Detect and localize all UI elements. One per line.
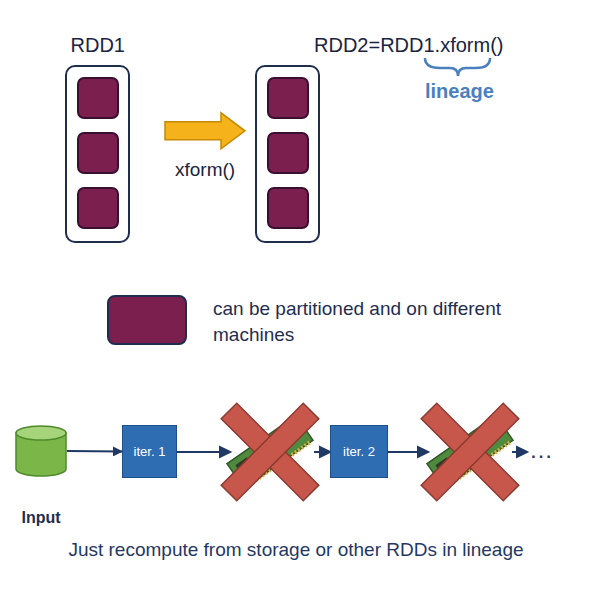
rdd-box: RDD1 — [65, 65, 130, 243]
partition-block — [268, 133, 308, 173]
partition-block — [268, 188, 308, 228]
partition-block — [78, 133, 118, 173]
edge-label: xform() — [175, 159, 235, 181]
process-label: iter. 2 — [343, 444, 375, 459]
flow-line — [177, 451, 222, 453]
rdd-heading: RDD2=RDD1.xform() — [314, 34, 503, 57]
rdd-heading: RDD1 — [71, 34, 125, 57]
partition-block — [78, 188, 118, 228]
legend-text: can be partitioned and on different mach… — [213, 296, 513, 348]
cylinder-shape — [15, 425, 67, 477]
storage-label: Input — [22, 509, 61, 527]
lineage-note: lineage — [425, 80, 494, 103]
arrow-head — [220, 447, 230, 457]
storage-cylinder: Input — [15, 425, 67, 477]
process-box: iter. 1 — [122, 425, 177, 478]
flow-connector — [67, 450, 122, 453]
partition-block — [78, 78, 118, 118]
flow-line — [388, 451, 420, 453]
arrow-head — [320, 447, 330, 457]
failure-cross — [221, 403, 319, 501]
process-label: iter. 1 — [134, 444, 166, 459]
caption: Just recompute from storage or other RDD… — [0, 537, 592, 563]
process-box: iter. 2 — [330, 425, 388, 478]
failure-cross — [421, 403, 519, 501]
continuation-mark: … — [529, 436, 553, 464]
arrow-head — [517, 447, 527, 457]
legend-swatch — [107, 295, 187, 345]
lineage-brace — [425, 58, 490, 76]
transform-arrow — [165, 113, 245, 149]
rdd-box: RDD2=RDD1.xform() — [255, 65, 320, 243]
partition-block — [268, 78, 308, 118]
arrow-head — [418, 447, 428, 457]
